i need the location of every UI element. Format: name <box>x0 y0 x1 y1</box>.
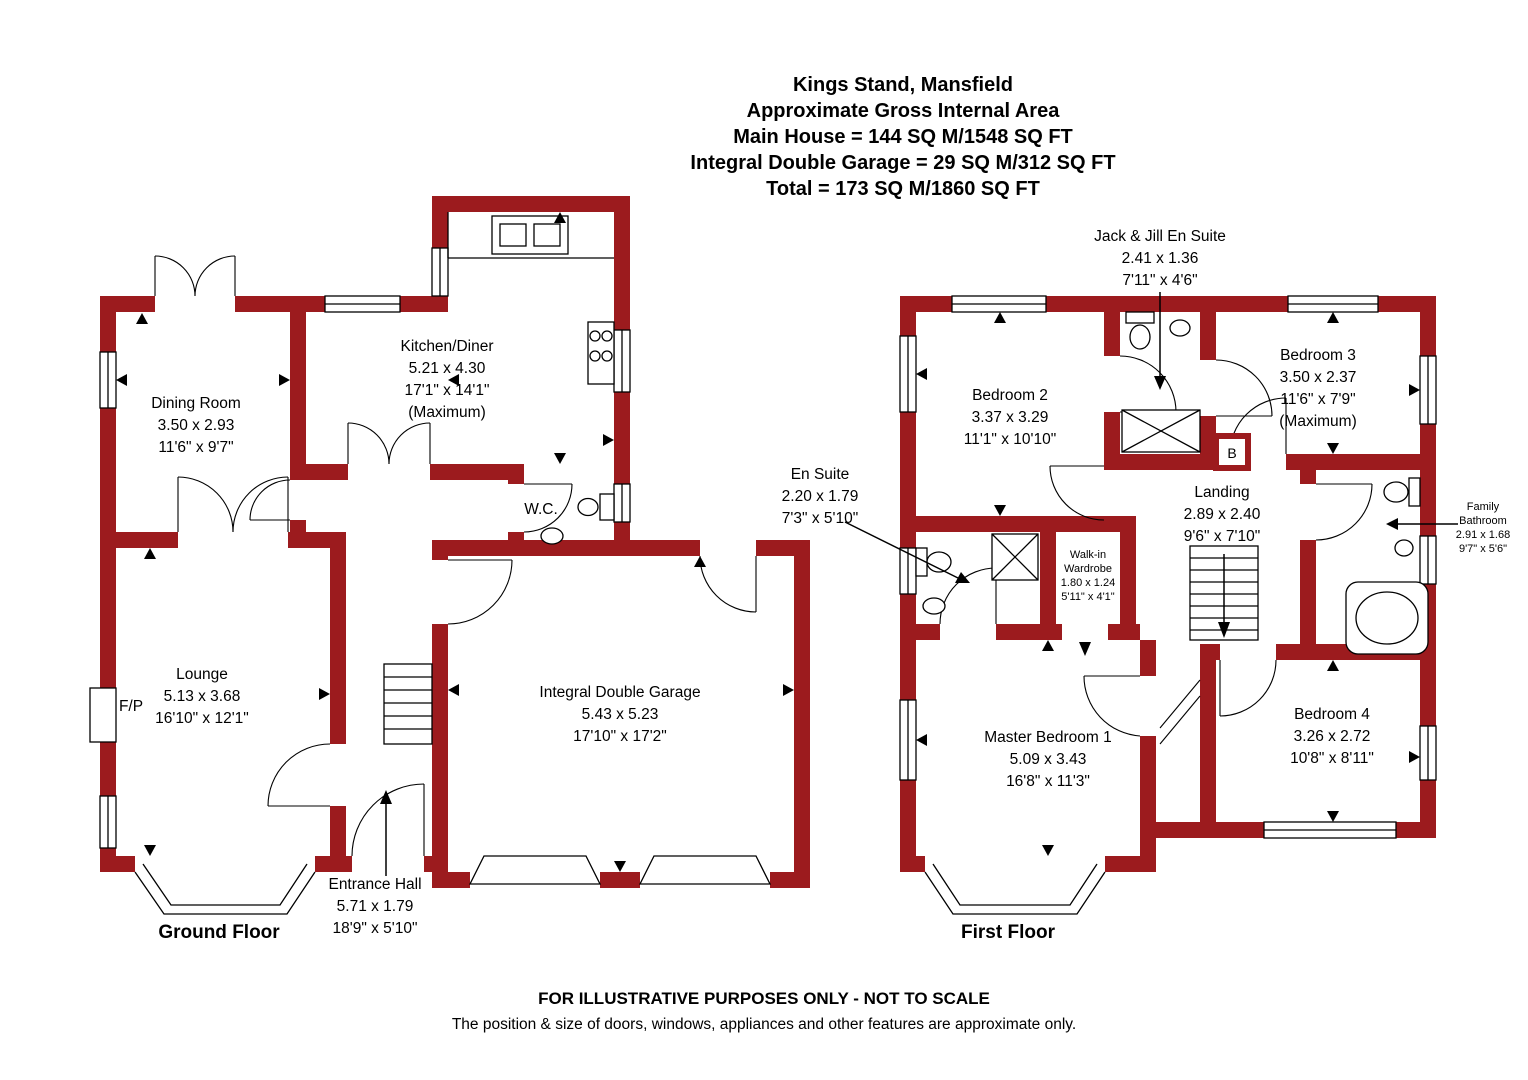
room-label-landing: Landing 2.89 x 2.40 9'6" x 7'10" <box>1184 482 1261 548</box>
room-dims-metric: 2.89 x 2.40 <box>1183 506 1261 523</box>
room-dims-metric: 2.20 x 1.79 <box>781 488 859 505</box>
room-label-wc: W.C. <box>524 499 558 521</box>
fireplace-icon <box>89 687 117 743</box>
disclaimer-line2: The position & size of doors, windows, a… <box>451 1016 1077 1033</box>
title-block: Kings Stand, Mansfield Approximate Gross… <box>690 72 1115 202</box>
room-label-lounge: Lounge 5.13 x 3.68 16'10" x 12'1" <box>155 664 249 730</box>
room-note: (Maximum) <box>1279 413 1357 430</box>
room-dims-metric: 5.13 x 3.68 <box>163 688 241 705</box>
hob-icon <box>587 321 615 385</box>
room-label-entrance-hall: Entrance Hall 5.71 x 1.79 18'9" x 5'10" <box>328 874 421 940</box>
room-label-family-bathroom: Family Bathroom 2.91 x 1.68 9'7" x 5'6" <box>1443 500 1523 556</box>
room-dims-metric: 3.50 x 2.37 <box>1279 369 1357 386</box>
stairs-icon-ground <box>383 663 433 745</box>
stairs-icon-first <box>1189 545 1259 641</box>
room-name: Dining Room <box>151 395 241 412</box>
ground-floor-walls <box>100 196 810 888</box>
room-name: Landing <box>1194 484 1250 501</box>
room-name: Walk-in Wardrobe <box>1064 549 1112 575</box>
measure-arrow-icons <box>116 212 1420 872</box>
room-label-en-suite: En Suite 2.20 x 1.79 7'3" x 5'10" <box>782 464 859 530</box>
room-name: Family Bathroom <box>1459 501 1507 527</box>
room-name: Jack & Jill En Suite <box>1094 228 1226 245</box>
window-icons <box>99 247 1437 849</box>
room-label-bedroom2: Bedroom 2 3.37 x 3.29 11'1" x 10'10" <box>964 385 1056 451</box>
wc-toilet-icon <box>577 493 615 521</box>
room-name: W.C. <box>524 501 558 518</box>
boiler-cupboard <box>1213 433 1251 471</box>
room-name: Master Bedroom 1 <box>984 729 1112 746</box>
first-floor-walls <box>900 296 1436 872</box>
room-dims-imperial: 9'6" x 7'10" <box>1183 528 1261 545</box>
ensuite-shower-icon <box>991 533 1039 581</box>
room-dims-metric: 5.43 x 5.23 <box>581 706 659 723</box>
fireplace-label: F/P <box>119 696 143 718</box>
bathroom-basin-icon <box>1394 539 1414 557</box>
room-dims-metric: 3.26 x 2.72 <box>1293 728 1371 745</box>
title-line: Main House = 144 SQ M/1548 SQ FT <box>733 126 1073 148</box>
jackjill-basin-icon <box>1169 319 1191 337</box>
garage-door-icons <box>468 855 772 885</box>
title-line: Total = 173 SQ M/1860 SQ FT <box>766 178 1040 200</box>
bathtub-icon <box>1345 581 1429 655</box>
ensuite-basin-icon <box>922 597 946 615</box>
room-dims-imperial: 11'6" x 7'9" <box>1280 391 1356 408</box>
room-dims-metric: 1.80 x 1.24 <box>1060 577 1116 589</box>
room-dims-imperial: 5'11" x 4'1" <box>1061 591 1115 603</box>
jackjill-shower-icon <box>1121 409 1201 453</box>
room-label-dining: Dining Room 3.50 x 2.93 11'6" x 9'7" <box>151 393 241 459</box>
room-name: Kitchen/Diner <box>400 338 494 355</box>
room-name: Entrance Hall <box>328 876 422 893</box>
room-name: Bedroom 3 <box>1280 347 1356 364</box>
jackjill-toilet-icon <box>1125 311 1155 350</box>
room-dims-imperial: 7'3" x 5'10" <box>781 510 859 527</box>
room-label-garage: Integral Double Garage 5.43 x 5.23 17'10… <box>539 682 700 748</box>
room-dims-metric: 3.37 x 3.29 <box>971 409 1049 426</box>
room-label-bedroom3: Bedroom 3 3.50 x 2.37 11'6" x 7'9" (Maxi… <box>1279 345 1357 433</box>
title-line: Approximate Gross Internal Area <box>746 100 1060 122</box>
room-dims-imperial: 10'8" x 8'11" <box>1290 750 1374 767</box>
room-label-master-bedroom: Master Bedroom 1 5.09 x 3.43 16'8" x 11'… <box>984 727 1112 793</box>
room-name: F/P <box>118 698 144 715</box>
first-floor-label: First Floor <box>961 922 1055 943</box>
kitchen-sink-icon <box>447 212 614 259</box>
room-dims-imperial: 18'9" x 5'10" <box>332 920 418 937</box>
title-line: Integral Double Garage = 29 SQ M/312 SQ … <box>690 152 1116 174</box>
room-dims-imperial: 11'1" x 10'10" <box>963 431 1057 448</box>
room-dims-imperial: 9'7" x 5'6" <box>1458 543 1508 555</box>
room-dims-imperial: 17'10" x 17'2" <box>573 728 667 745</box>
room-dims-imperial: 16'10" x 12'1" <box>155 710 249 727</box>
room-dims-imperial: 16'8" x 11'3" <box>1006 773 1090 790</box>
room-note: (Maximum) <box>408 404 486 421</box>
boiler-label: B <box>1227 445 1237 461</box>
room-dims-metric: 5.09 x 3.43 <box>1009 751 1087 768</box>
ground-floor-label: Ground Floor <box>158 922 280 943</box>
bathroom-toilet-icon <box>1383 477 1421 507</box>
bay-window-icons <box>134 863 1106 915</box>
room-dims-metric: 2.91 x 1.68 <box>1455 529 1511 541</box>
room-dims-imperial: 7'11" x 4'6" <box>1122 272 1198 289</box>
wc-basin-icon <box>540 527 564 545</box>
room-dims-metric: 5.21 x 4.30 <box>408 360 486 377</box>
room-name: Bedroom 4 <box>1294 706 1370 723</box>
door-arc-icons <box>154 255 1373 857</box>
room-label-kitchen: Kitchen/Diner 5.21 x 4.30 17'1" x 14'1" … <box>400 336 493 424</box>
disclaimer-line1: FOR ILLUSTRATIVE PURPOSES ONLY - NOT TO … <box>538 989 990 1008</box>
room-dims-metric: 5.71 x 1.79 <box>336 898 414 915</box>
room-name: Lounge <box>176 666 228 683</box>
room-label-jack-and-jill: Jack & Jill En Suite 2.41 x 1.36 7'11" x… <box>1094 226 1226 292</box>
room-dims-imperial: 11'6" x 9'7" <box>158 439 234 456</box>
room-label-bedroom4: Bedroom 4 3.26 x 2.72 10'8" x 8'11" <box>1290 704 1374 770</box>
room-dims-metric: 3.50 x 2.93 <box>157 417 235 434</box>
title-line: Kings Stand, Mansfield <box>792 74 1014 96</box>
room-dims-metric: 2.41 x 1.36 <box>1121 250 1199 267</box>
room-dims-imperial: 17'1" x 14'1" <box>404 382 490 399</box>
room-name: En Suite <box>790 466 850 483</box>
label-pointer-arrows <box>380 292 1458 876</box>
room-name: Integral Double Garage <box>539 684 701 701</box>
room-name: Bedroom 2 <box>972 387 1048 404</box>
room-label-wardrobe: Walk-in Wardrobe 1.80 x 1.24 5'11" x 4'1… <box>1050 548 1126 604</box>
